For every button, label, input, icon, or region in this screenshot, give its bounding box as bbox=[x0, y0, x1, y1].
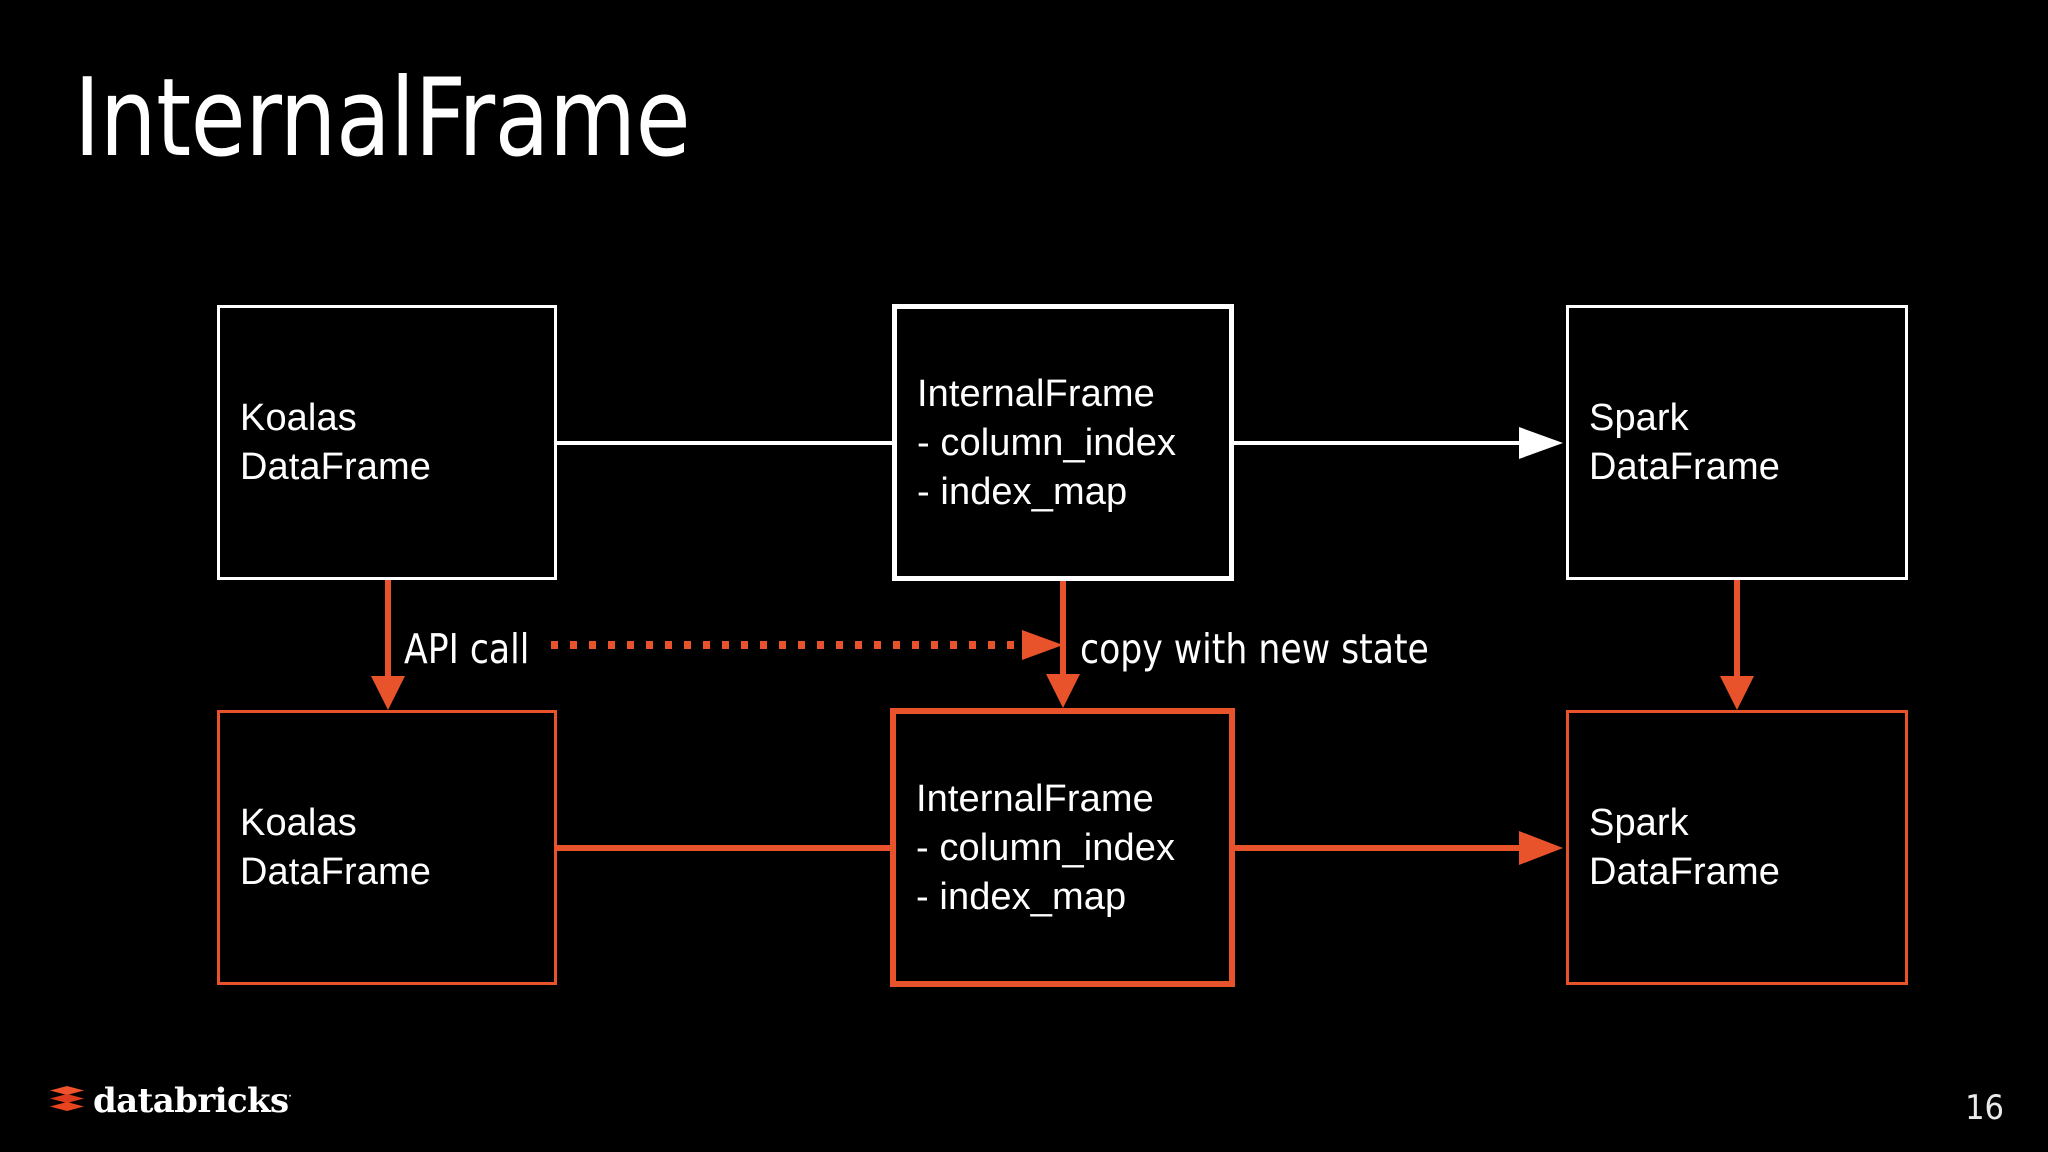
registered-mark: · bbox=[288, 1090, 293, 1103]
databricks-bricks-icon bbox=[50, 1086, 84, 1116]
node-internalframe-top[interactable]: InternalFrame - column_index - index_map bbox=[892, 304, 1234, 581]
edge-label-copy-with-new-state: copy with new state bbox=[1080, 625, 1429, 673]
node-line: - column_index bbox=[916, 826, 1176, 869]
arrow-internal-to-spark-bottom bbox=[1235, 831, 1563, 865]
node-koalas-dataframe-top[interactable]: Koalas DataFrame bbox=[217, 305, 557, 580]
node-line: Spark bbox=[1589, 397, 1689, 439]
node-internalframe-bottom[interactable]: InternalFrame - column_index - index_map bbox=[890, 708, 1235, 987]
node-line: DataFrame bbox=[240, 446, 431, 488]
page-title: InternalFrame bbox=[74, 56, 691, 181]
page-number: 16 bbox=[1965, 1088, 2004, 1128]
node-line: InternalFrame bbox=[917, 372, 1155, 415]
node-line: DataFrame bbox=[240, 851, 431, 893]
node-line: - index_map bbox=[917, 470, 1128, 513]
node-line: Koalas bbox=[240, 397, 357, 439]
databricks-logo: databricks· bbox=[50, 1084, 292, 1118]
databricks-wordmark: databricks· bbox=[93, 1084, 292, 1118]
node-koalas-dataframe-bottom[interactable]: Koalas DataFrame bbox=[217, 710, 557, 985]
node-line: Koalas bbox=[240, 802, 357, 844]
edge-label-api-call: API call bbox=[404, 625, 530, 673]
node-spark-dataframe-top[interactable]: Spark DataFrame bbox=[1566, 305, 1908, 580]
node-line: DataFrame bbox=[1589, 446, 1780, 488]
node-line: - column_index bbox=[917, 421, 1177, 464]
arrow-dotted-api-call bbox=[551, 630, 1063, 660]
node-line: InternalFrame bbox=[916, 777, 1154, 820]
arrow-down-spark bbox=[1720, 580, 1754, 710]
node-line: - index_map bbox=[916, 875, 1127, 918]
arrow-down-internal bbox=[1046, 581, 1080, 708]
node-line: DataFrame bbox=[1589, 851, 1780, 893]
databricks-wordmark-text: databricks bbox=[93, 1081, 289, 1121]
arrow-down-koalas bbox=[371, 580, 405, 710]
node-spark-dataframe-bottom[interactable]: Spark DataFrame bbox=[1566, 710, 1908, 985]
arrow-internal-to-spark-top bbox=[1234, 427, 1563, 459]
node-line: Spark bbox=[1589, 802, 1689, 844]
